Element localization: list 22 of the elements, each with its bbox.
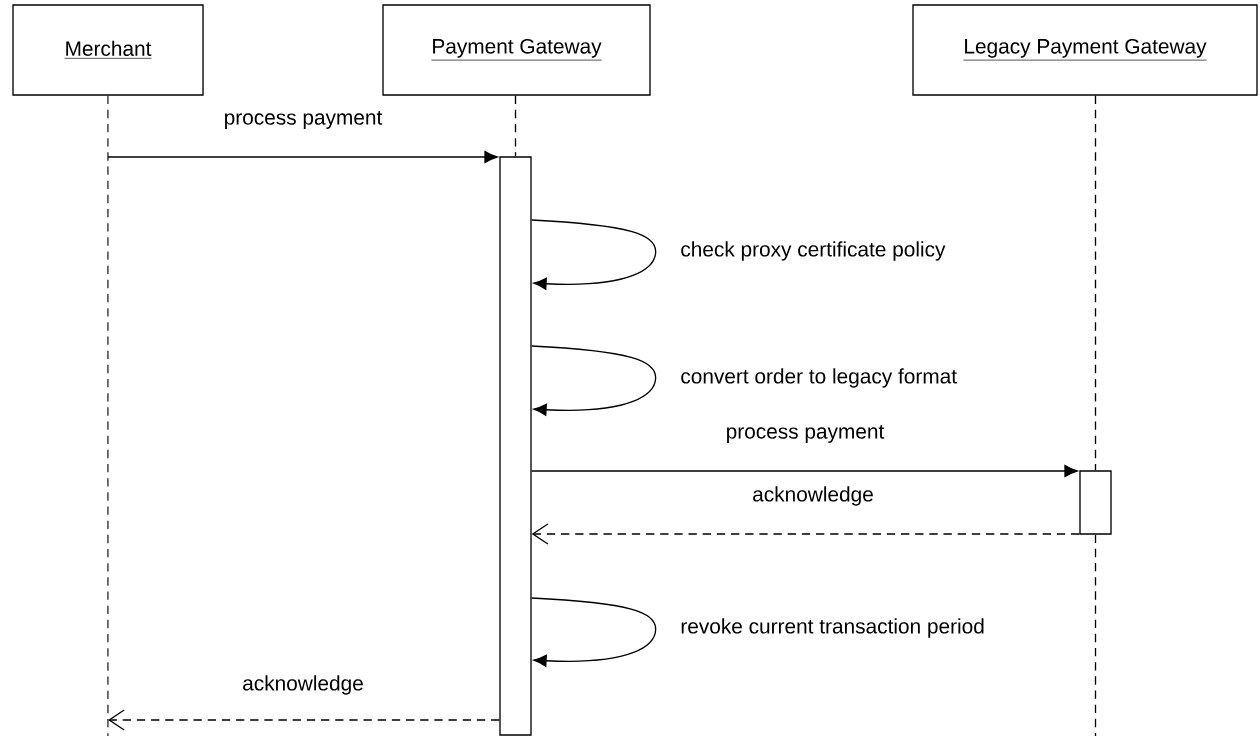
lifeline bbox=[1094, 534, 1097, 736]
message-arrow bbox=[531, 219, 657, 290]
message-label: process payment bbox=[724, 423, 886, 445]
message-label: revoke current transaction period bbox=[678, 616, 987, 640]
message-label: acknowledge bbox=[750, 484, 876, 508]
message-label: check proxy certificate policy bbox=[678, 239, 948, 263]
message-label: process payment bbox=[222, 109, 384, 131]
message-arrow bbox=[107, 150, 498, 164]
lifeline bbox=[1094, 95, 1097, 471]
activation-bar bbox=[499, 156, 532, 736]
activation-bar bbox=[1079, 470, 1112, 535]
message-label: convert order to legacy format bbox=[678, 366, 959, 390]
participant-box: Payment Gateway bbox=[382, 4, 651, 96]
message-arrow bbox=[531, 345, 657, 416]
participant-box: Merchant bbox=[12, 4, 204, 96]
message-arrow bbox=[531, 523, 1080, 545]
message-arrow bbox=[531, 464, 1078, 478]
participant-box: Legacy Payment Gateway bbox=[912, 4, 1258, 96]
message-label: acknowledge bbox=[240, 673, 366, 697]
message-arrow bbox=[108, 709, 500, 731]
lifeline bbox=[514, 95, 517, 157]
message-arrow bbox=[531, 597, 657, 667]
